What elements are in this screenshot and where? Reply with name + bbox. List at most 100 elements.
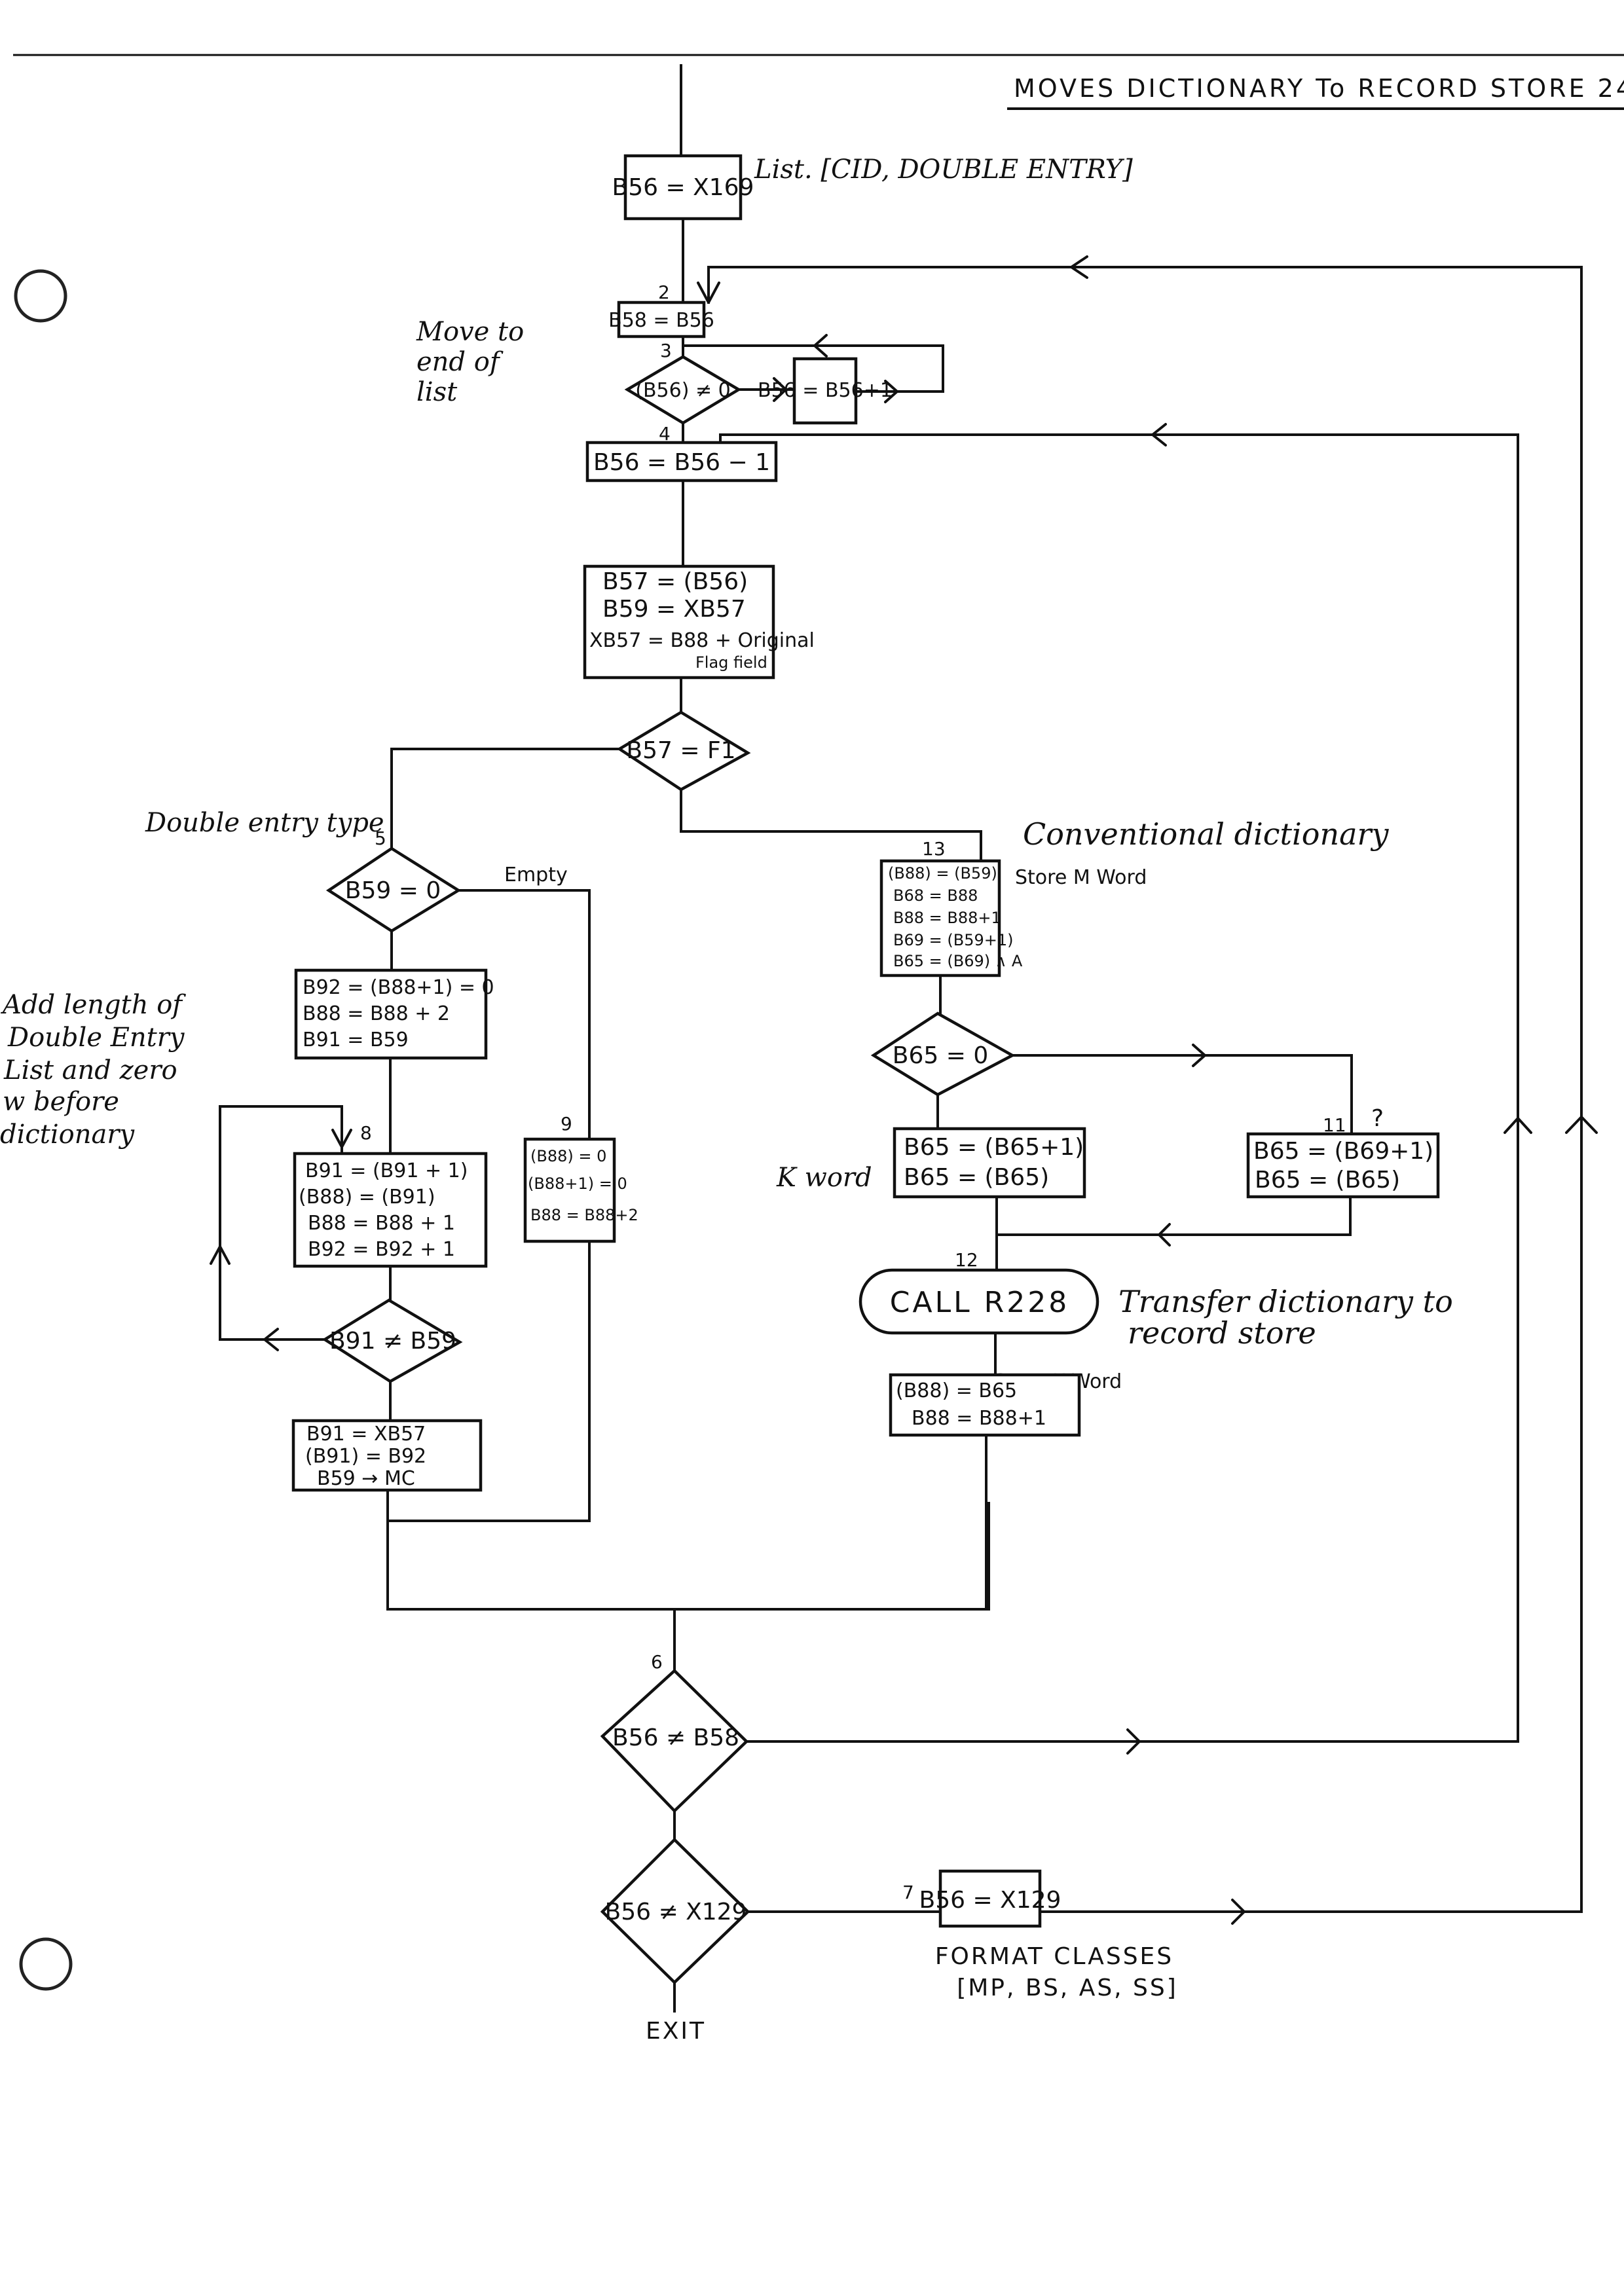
k-test-yes-line (1011, 1054, 1353, 1135)
arrow-left-icon (813, 334, 828, 357)
arrow-down-icon (331, 1129, 352, 1148)
arrow-left-icon (263, 1328, 279, 1351)
binder-hole-bottom-icon (19, 1937, 73, 1991)
start-box-text: B56 = X169 (612, 174, 754, 201)
node-5-label: 5 (375, 828, 386, 849)
transfer-note-line-2: record store (1128, 1315, 1316, 1351)
node-13-line-5: B65 = (B69) ∧ A (893, 952, 1023, 970)
store-k-line-1: (B88) = B65 (896, 1379, 1017, 1402)
node-13-line-1: (B88) = (B59) (888, 864, 997, 883)
node-12-label: 12 (955, 1249, 978, 1271)
move-note-line-2: end of (416, 347, 504, 377)
middle-loop-line (719, 433, 1519, 1113)
load-line-3: XB57 = B88 + Original (589, 629, 815, 652)
node-11-line-2: B65 = (B65) (1255, 1167, 1400, 1194)
arrow-right-icon (1126, 1728, 1141, 1755)
node-6-diamond: B56 ≠ B58 (600, 1668, 749, 1813)
transfer-note-line-1: Transfer dictionary to (1118, 1284, 1453, 1319)
conventional-note: Conventional dictionary (1023, 816, 1389, 852)
node-9-line-1: (B88) = 0 (530, 1147, 606, 1165)
outer-loop-line (707, 266, 1583, 1113)
finish-box: B91 = XB57 (B91) = B92 B59 → MC (291, 1419, 483, 1492)
node-7-loop-line (1039, 1110, 1583, 1913)
init-note-line-2: Double Entry (7, 1023, 185, 1053)
node-13-line-2: B68 = B88 (893, 886, 978, 905)
node-8-box: B91 = (B91 + 1) (B88) = (B91) B88 = B88 … (293, 1152, 488, 1268)
k-word-line-1: B65 = (B65+1) (904, 1134, 1084, 1161)
double-entry-note: Double entry type (145, 808, 384, 838)
call-r228-terminal: CALL R228 (858, 1268, 1099, 1335)
call-r228-text: CALL R228 (890, 1286, 1069, 1319)
node-4-box: B56 = B56 − 1 (585, 441, 778, 483)
node-11-box: B65 = (B69+1) B65 = (B65) (1246, 1132, 1440, 1199)
node-13-line-4: B69 = (B59+1) (893, 931, 1013, 949)
init-line-3: B91 = B59 (303, 1029, 409, 1051)
node-8-line-3: B88 = B88 + 1 (308, 1212, 455, 1235)
node-2-text: B58 = B56 (608, 309, 714, 332)
empty-branch-label: Empty (504, 864, 568, 886)
init-line-1: B92 = (B88+1) = 0 (303, 976, 494, 999)
end-test-text: B56 ≠ X129 (605, 1899, 747, 1925)
node-3-text: (B56) ≠ 0 (635, 379, 730, 402)
finish-line-2: (B91) = B92 (305, 1445, 426, 1468)
arrow-down-icon (697, 282, 720, 304)
node-6-loop-line (745, 1110, 1519, 1743)
node-2-label: 2 (658, 282, 670, 303)
inner-loop-line (682, 344, 944, 393)
move-note-line-1: Move to (416, 317, 524, 347)
increment-box: B56 = B56+1 (758, 357, 893, 425)
double-entry-branch-line (390, 748, 621, 850)
exit-label: EXIT (646, 2018, 706, 2045)
init-note-line-4: w before (3, 1087, 119, 1117)
load-line-1: B57 = (B56) (602, 568, 748, 595)
arrow-up-icon (210, 1245, 231, 1265)
type-test-text: B57 = F1 (626, 737, 735, 764)
node-11-line-1: B65 = (B69+1) (1253, 1138, 1433, 1165)
node-8-line-4: B92 = B92 + 1 (308, 1238, 455, 1261)
arrow-right-icon (773, 377, 787, 402)
arrow-right-icon (1231, 1899, 1246, 1925)
arrow-left-icon (1158, 1223, 1171, 1247)
load-line-2: B59 = XB57 (602, 596, 746, 623)
k-test-text: B65 = 0 (893, 1042, 988, 1069)
type-test-diamond: B57 = F1 (616, 710, 751, 792)
loop-test-diamond: B91 ≠ B59 (322, 1298, 463, 1383)
node-8-line-2: (B88) = (B91) (299, 1186, 435, 1209)
arrow-right-icon (884, 380, 898, 403)
node-9-box: (B88) = 0 (B88+1) = 0 B88 = B88+2 (523, 1137, 638, 1243)
binder-hole-top-icon (14, 269, 67, 323)
arrow-up-icon (1565, 1116, 1598, 1134)
node-11-label: 11 (1323, 1114, 1346, 1136)
node-7-text: B56 = X129 (919, 1887, 1061, 1914)
node-9-label: 9 (561, 1113, 572, 1135)
node-8-label: 8 (360, 1122, 372, 1144)
node-13-line-3: B88 = B88+1 (893, 909, 1001, 927)
node-8-line-1: B91 = (B91 + 1) (305, 1159, 468, 1182)
conventional-merge-line (673, 1434, 987, 1611)
store-k-box: (B88) = B65 B88 = B88+1 (889, 1373, 1081, 1437)
init-box: B92 = (B88+1) = 0 B88 = B88 + 2 B91 = B5… (294, 968, 494, 1060)
k-word-line-2: B65 = (B65) (904, 1164, 1049, 1191)
arrow-right-icon (1192, 1044, 1206, 1067)
init-note-line-3: List and zero (3, 1055, 177, 1085)
load-line-4: Flag field (695, 653, 767, 672)
node-7-label: 7 (902, 1882, 914, 1903)
store-m-word-note: Store M Word (1015, 866, 1147, 889)
merge-k-line (995, 1195, 1352, 1236)
node-5-diamond: B59 = 0 (325, 847, 462, 933)
node-4-label: 4 (659, 423, 671, 445)
end-test-diamond: B56 ≠ X129 (600, 1837, 750, 1985)
conventional-branch-line (680, 788, 982, 862)
loop-back-line (219, 1105, 343, 1341)
store-k-line-2: B88 = B88+1 (912, 1407, 1046, 1430)
finish-line-1: B91 = XB57 (306, 1423, 426, 1446)
node-11-query: ? (1371, 1105, 1384, 1132)
format-classes-note: FORMAT CLASSES (935, 1943, 1173, 1970)
start-box: B56 = X169 (612, 154, 754, 221)
start-note: List. [CID, DOUBLE ENTRY] (754, 155, 1133, 185)
arrow-up-icon (1504, 1117, 1532, 1134)
node-4-text: B56 = B56 − 1 (593, 449, 770, 476)
format-classes-list: [MP, BS, AS, SS] (957, 1975, 1178, 2001)
